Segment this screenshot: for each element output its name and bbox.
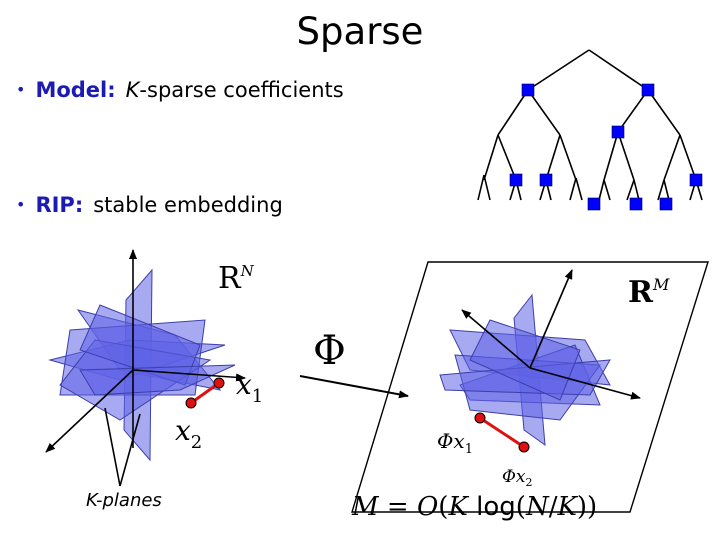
- point-phi-x1: [474, 412, 486, 424]
- space-label-rm: RM: [628, 275, 670, 310]
- bullet-model: • Model: K-sparse coefficients: [16, 78, 344, 102]
- formula-open2: (: [515, 492, 526, 522]
- tree-node: [539, 173, 553, 187]
- formula-m: M: [352, 492, 379, 522]
- bullet-key-model: Model:: [35, 78, 116, 102]
- left-axes: [45, 249, 246, 453]
- rn-superscript: N: [240, 262, 255, 280]
- tree-active-nodes: [509, 83, 703, 211]
- bullet-dot: •: [16, 80, 26, 99]
- tree-node: [629, 197, 643, 211]
- tree-node: [509, 173, 523, 187]
- k-planes-label: K-planes: [86, 490, 162, 511]
- k-planes-pointer: [104, 407, 141, 487]
- right-segment: [474, 412, 530, 453]
- label-phi-x1: Φx1: [437, 429, 473, 457]
- mapping-arrow: [299, 375, 409, 399]
- formula-close: )): [576, 492, 598, 522]
- right-axes: [461, 269, 641, 400]
- bullet-dot: •: [16, 195, 26, 214]
- tree-node: [611, 125, 625, 139]
- sparse-tree: [477, 49, 703, 205]
- bullet-text-rip: stable embedding: [93, 193, 283, 217]
- operator-phi: Φ: [313, 328, 346, 374]
- label-x2: x2: [175, 414, 202, 453]
- bullet-rip: • RIP: stable embedding: [16, 193, 283, 217]
- formula-n: N: [525, 492, 549, 522]
- tree-node: [521, 83, 535, 97]
- formula-eq: =: [378, 492, 417, 522]
- formula-slash: /: [548, 492, 558, 522]
- space-label-rn: RN: [218, 261, 255, 296]
- label-x1: x1: [236, 368, 263, 407]
- point-x2: [185, 397, 197, 409]
- slide-title: Sparse: [296, 10, 424, 53]
- tree-node: [659, 197, 673, 211]
- formula-open1: (: [438, 492, 449, 522]
- measurement-formula: M = O(K log(N/K)): [352, 492, 597, 522]
- tree-node: [587, 197, 601, 211]
- right-k-planes: [439, 293, 611, 447]
- formula-log: log: [467, 492, 516, 522]
- tree-node: [689, 173, 703, 187]
- left-k-planes: [48, 268, 236, 462]
- formula-k2: K: [557, 492, 577, 522]
- rm-superscript: M: [652, 275, 670, 294]
- point-x1: [213, 377, 225, 389]
- bullet-var-k: K: [125, 78, 140, 102]
- label-phi-x2: Φx2: [502, 467, 533, 489]
- point-phi-x2: [518, 441, 530, 453]
- bullet-key-rip: RIP:: [35, 193, 84, 217]
- rm-parallelogram: [351, 261, 709, 513]
- tree-node: [641, 83, 655, 97]
- formula-o: O: [416, 492, 439, 522]
- formula-k: K: [448, 492, 468, 522]
- left-segment: [185, 377, 225, 409]
- bullet-text-model: -sparse coefficients: [139, 78, 344, 102]
